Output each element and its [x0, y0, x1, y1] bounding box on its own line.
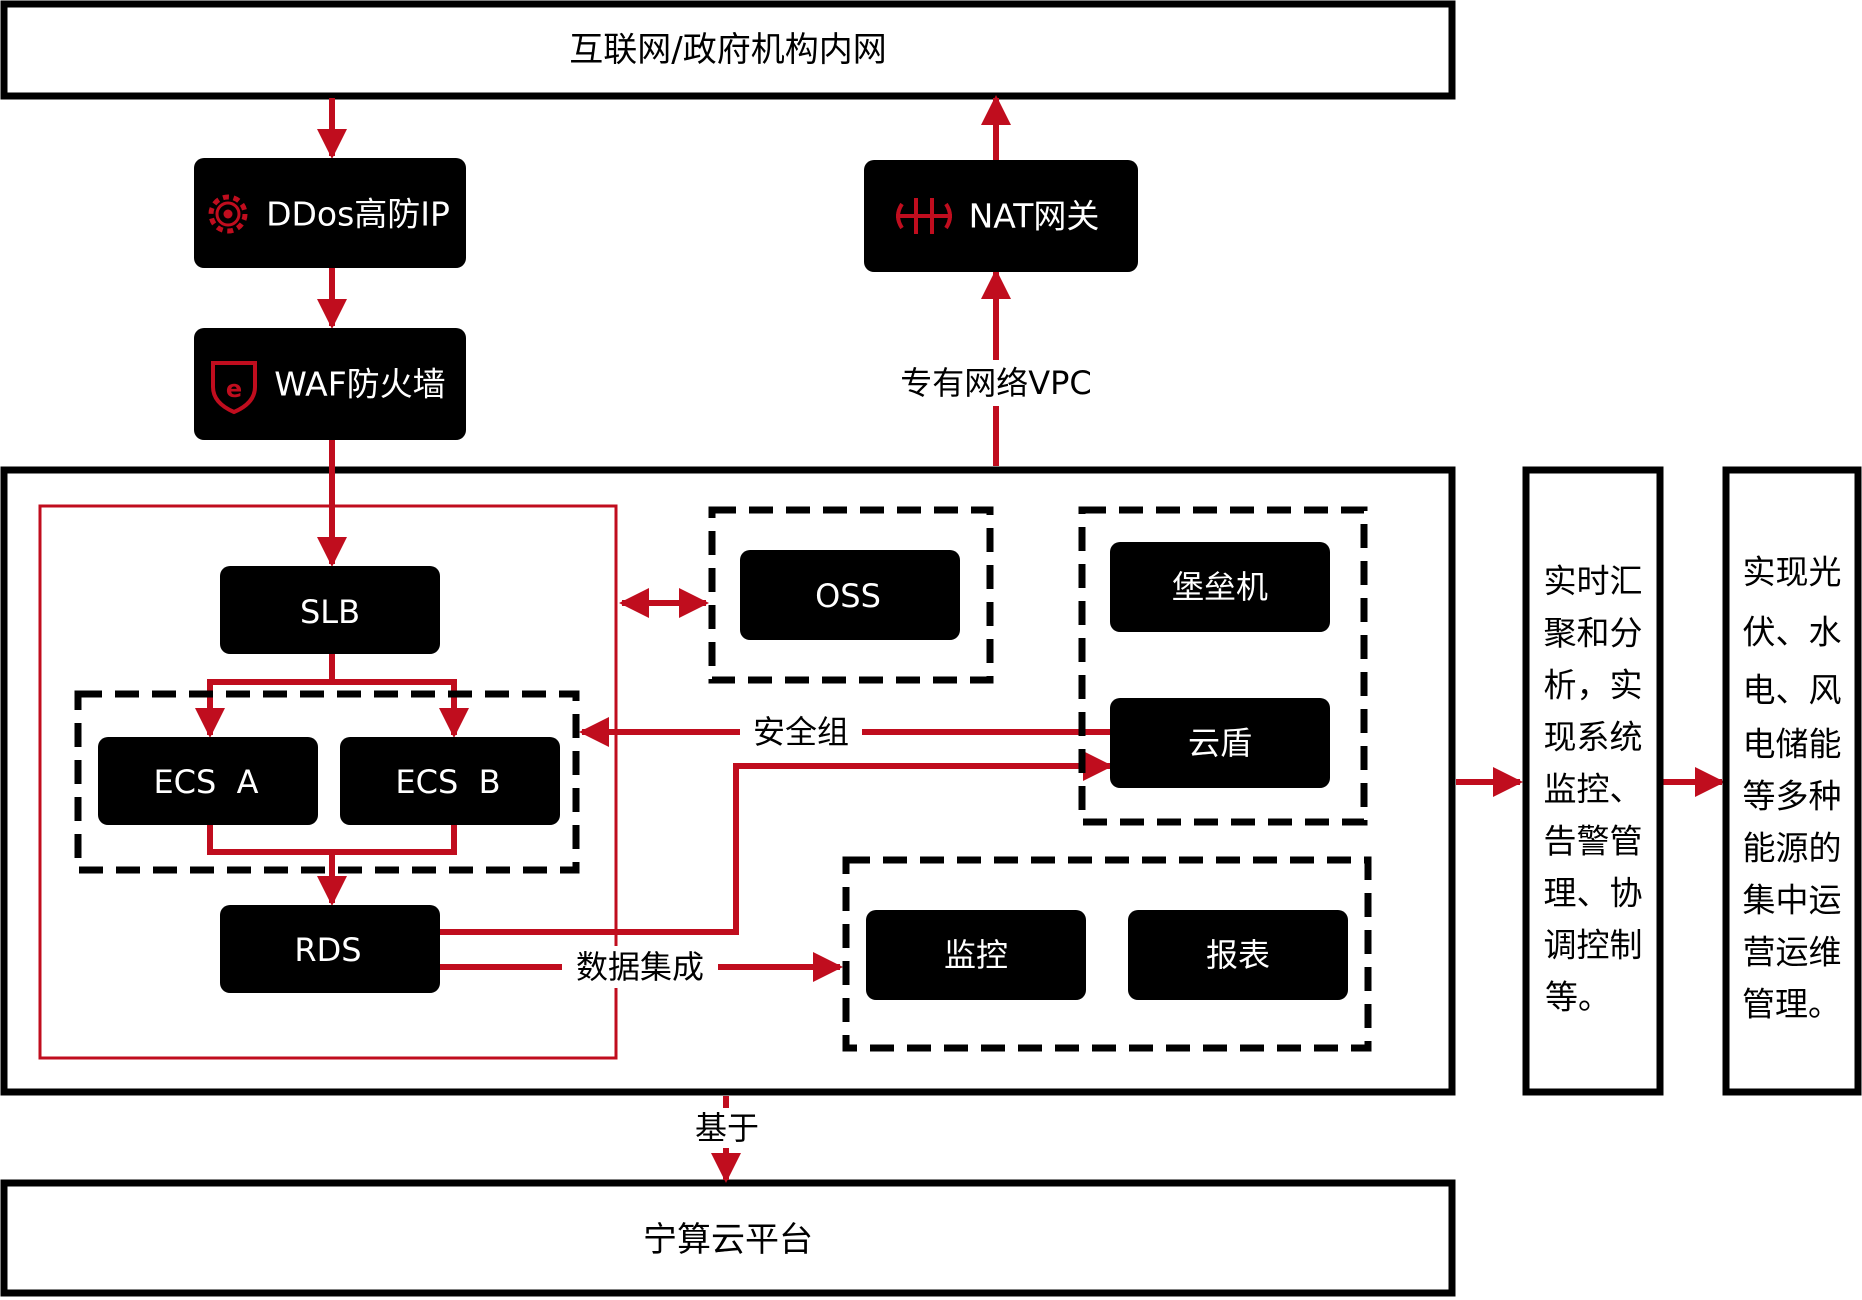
- monitor-node: 监控: [866, 910, 1086, 1000]
- analytics-group: [842, 856, 1372, 1052]
- data-integration-label-bg: [562, 946, 718, 988]
- side-panel-2-line: 营运维: [1743, 933, 1842, 972]
- side-panel-2-line: 实现光: [1743, 553, 1842, 592]
- vpc-label-bg: [890, 360, 1102, 406]
- ecs-b-node: ECS B: [340, 737, 560, 825]
- cloud-shield-node: 云盾: [1110, 698, 1330, 788]
- side-panel-1-line: 聚和分: [1544, 614, 1643, 653]
- side-panel-1-line: 调控制: [1544, 926, 1643, 965]
- internet-label: 互联网/政府机构内网: [569, 30, 886, 70]
- side-panel-2: 实现光 伏、水 电、风 电储能 等多种 能源的 集中运 营运维 管理。: [1722, 466, 1862, 1096]
- shield-e-icon: e: [211, 361, 257, 415]
- report-label: 报表: [1206, 936, 1270, 974]
- cloud-shield-label: 云盾: [1188, 724, 1252, 762]
- waf-node: e WAF防火墙: [194, 328, 466, 440]
- side-panel-1-line: 理、协: [1544, 874, 1643, 913]
- internet-bar: 互联网/政府机构内网: [0, 0, 1456, 100]
- oss-label: OSS: [815, 577, 881, 615]
- ddos-node: DDos高防IP: [194, 158, 466, 268]
- nat-gateway-icon: [896, 198, 952, 234]
- side-panel-1-line: 等。: [1545, 978, 1611, 1017]
- waf-label: WAF防火墙: [274, 365, 445, 404]
- arrow-rds-to-cloud-shield: [440, 751, 1113, 935]
- oss-node: OSS: [740, 550, 960, 640]
- ecs-group: [74, 690, 580, 874]
- nat-label: NAT网关: [969, 197, 1100, 236]
- side-panel-2-line: 等多种: [1743, 777, 1842, 816]
- monitor-label: 监控: [944, 936, 1008, 974]
- side-panel-1-line: 监控、: [1544, 770, 1643, 809]
- based-on-label-bg: [690, 1108, 764, 1148]
- side-panel-2-line: 能源的: [1743, 829, 1842, 868]
- slb-node: SLB: [220, 566, 440, 654]
- side-panel-2-line: 管理。: [1742, 985, 1841, 1024]
- vpc-label: 专有网络VPC: [900, 364, 1092, 402]
- arrow-slb-to-ecs-a: [195, 654, 335, 738]
- ddos-label: DDos高防IP: [266, 195, 450, 234]
- ecs-b-label: ECS B: [395, 763, 500, 801]
- side-panel-1-line: 现系统: [1544, 718, 1643, 757]
- side-panel-1-line: 析，实: [1544, 666, 1643, 705]
- side-panel-1: 实时汇 聚和分 析，实 现系统 监控、 告警管 理、协 调控制 等。: [1522, 466, 1664, 1096]
- side-panel-1-line: 告警管: [1544, 822, 1643, 861]
- ecs-a-label: ECS A: [153, 763, 258, 801]
- app-group-frame: [38, 504, 618, 1060]
- based-on-label: 基于: [695, 1109, 759, 1147]
- nat-node: NAT网关: [864, 160, 1138, 272]
- cloud-platform-label: 宁算云平台: [643, 1220, 813, 1260]
- report-node: 报表: [1128, 910, 1348, 1000]
- data-integration-label: 数据集成: [576, 948, 704, 986]
- ecs-a-node: ECS A: [98, 737, 318, 825]
- side-panel-2-line: 电、风: [1743, 671, 1842, 710]
- rds-node: RDS: [220, 905, 440, 993]
- security-group-label: 安全组: [753, 713, 849, 751]
- security-group-label-bg: [740, 712, 862, 754]
- slb-label: SLB: [300, 593, 360, 631]
- side-panel-2-line: 集中运: [1743, 881, 1842, 920]
- side-panel-2-line: 伏、水: [1743, 613, 1842, 652]
- bastion-label: 堡垒机: [1172, 568, 1268, 606]
- arrow-slb-to-ecs-b: [332, 679, 469, 738]
- gear-shield-icon: [208, 194, 248, 234]
- side-panel-2-line: 电储能: [1743, 725, 1842, 764]
- cloud-platform-bar: 宁算云平台: [0, 1179, 1456, 1297]
- svg-text:e: e: [226, 375, 242, 403]
- rds-label: RDS: [294, 931, 361, 969]
- side-panel-1-line: 实时汇: [1544, 562, 1643, 601]
- bastion-node: 堡垒机: [1110, 542, 1330, 632]
